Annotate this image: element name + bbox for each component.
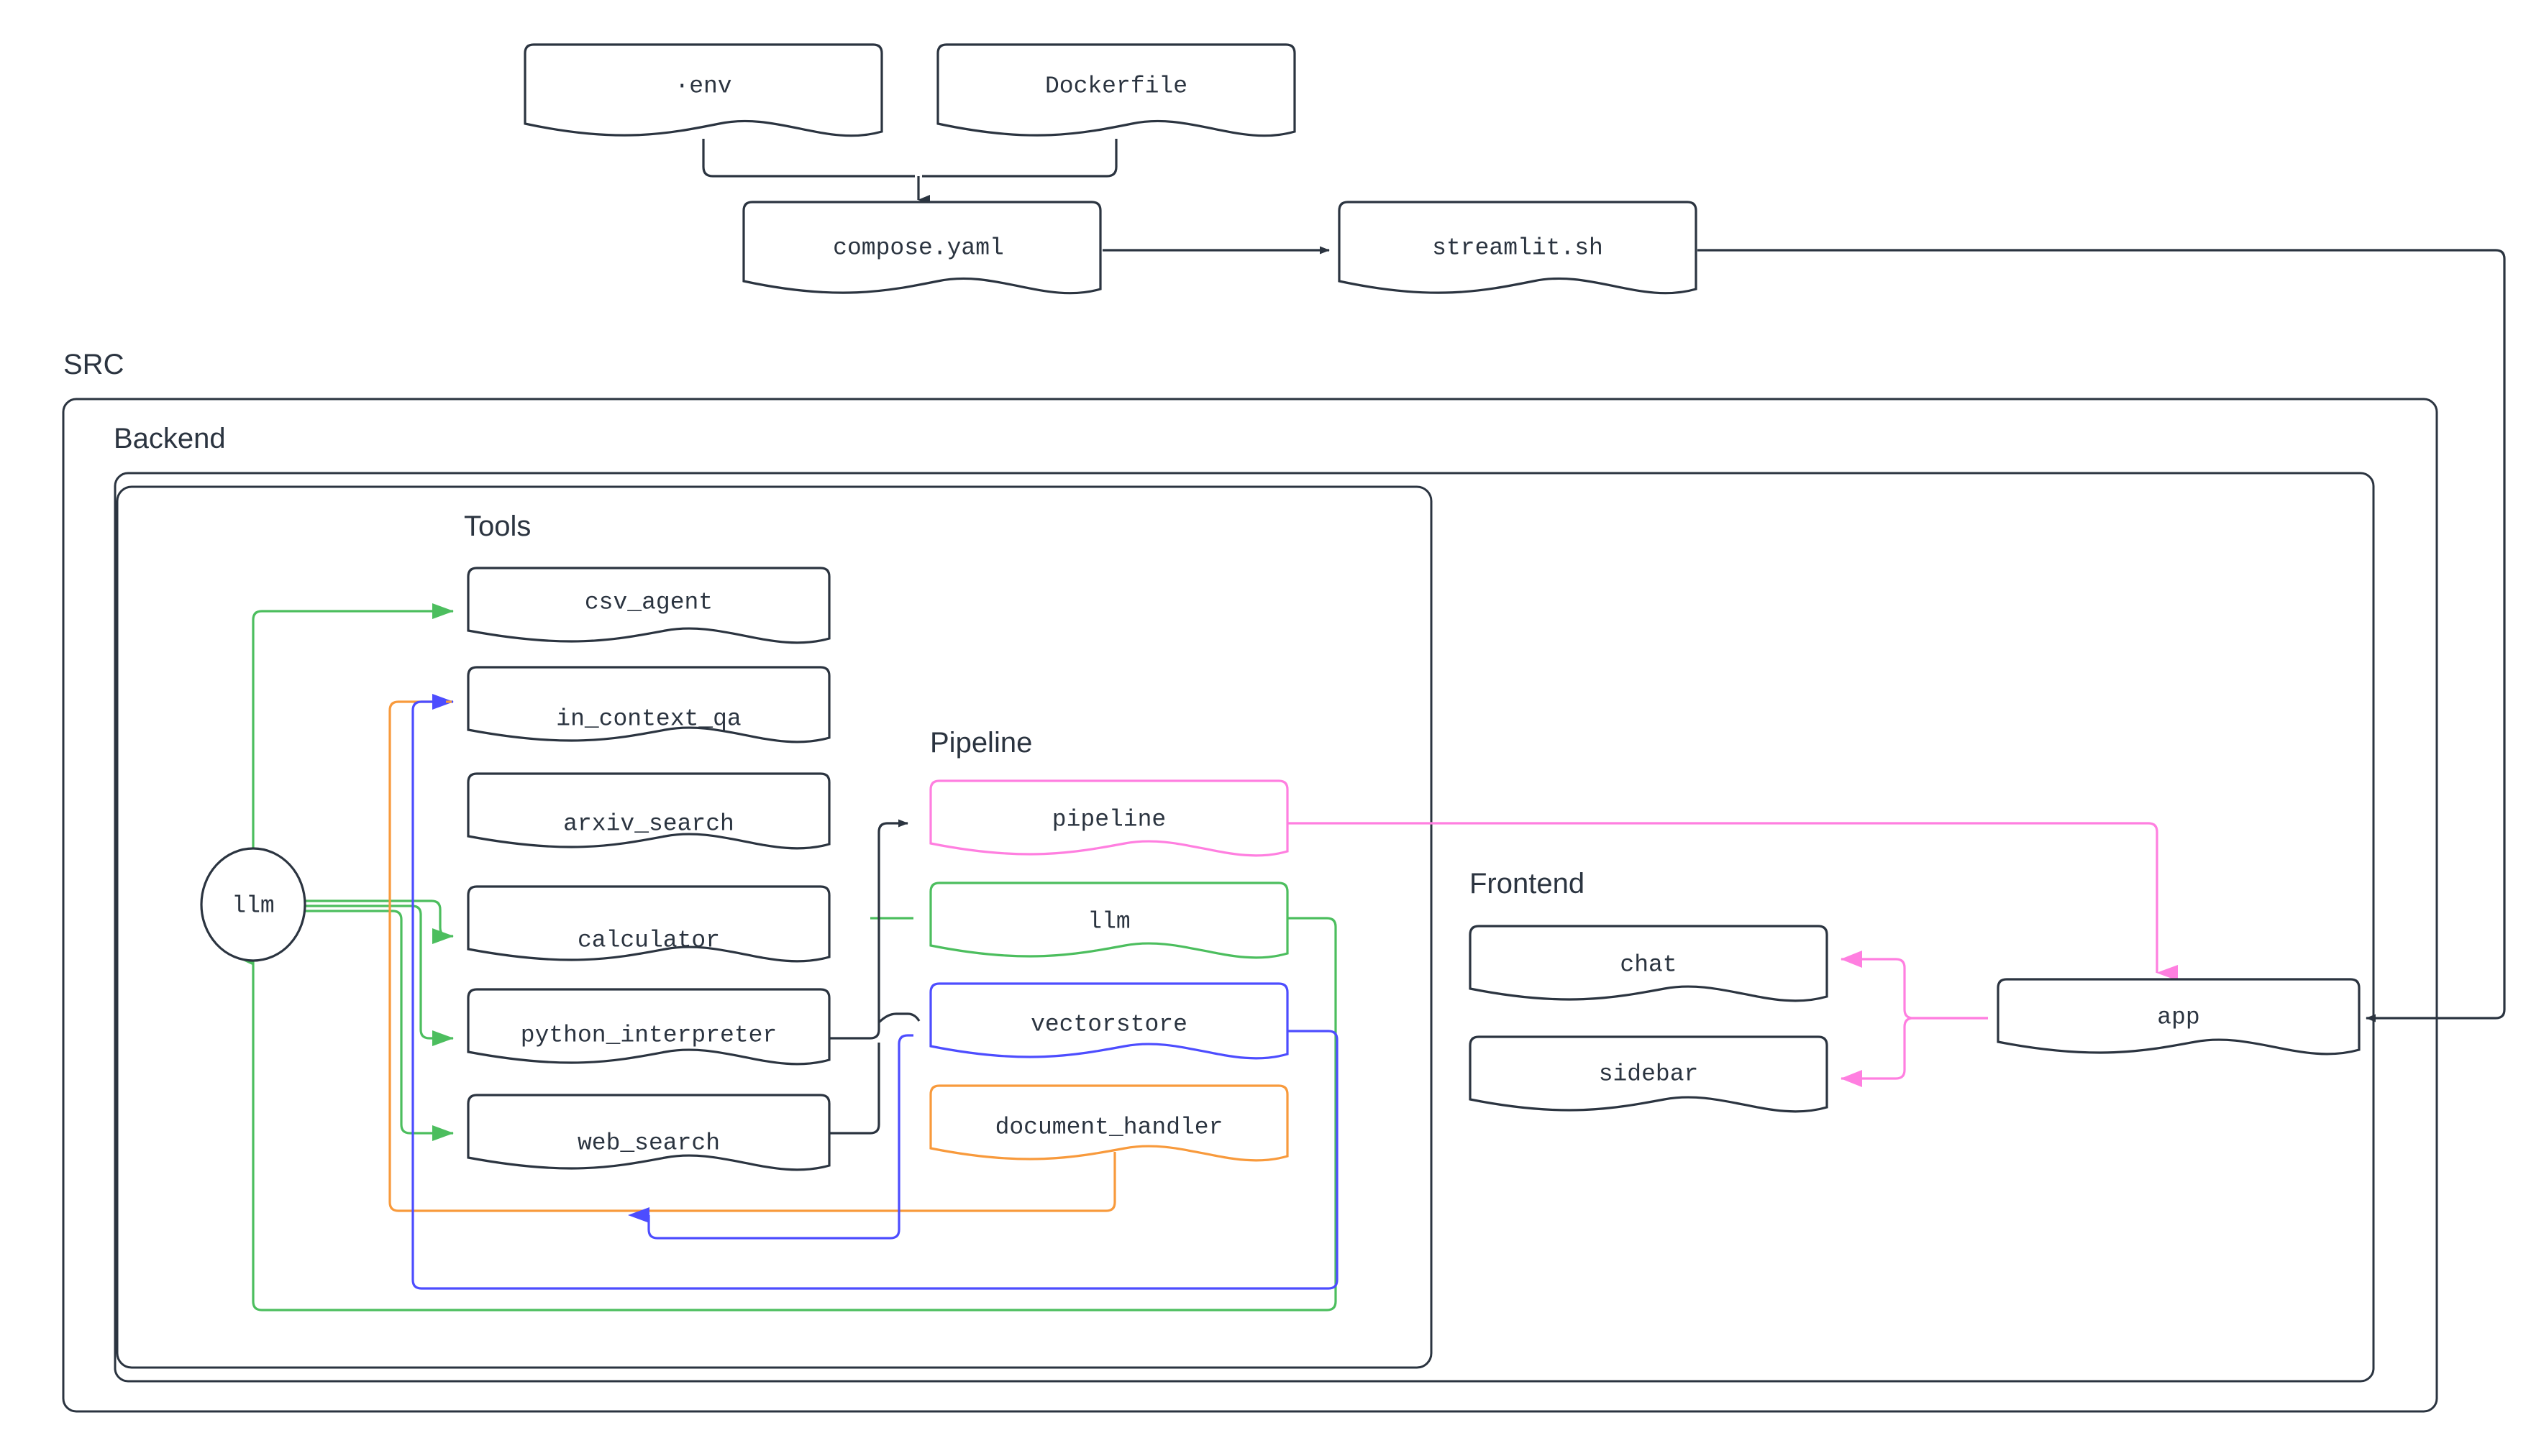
node-streamlit-sh-label: streamlit.sh [1432,235,1603,262]
label-frontend: Frontend [1469,868,1584,899]
label-src: SRC [63,349,124,380]
edge-pipeline-to-app [1287,822,2178,981]
node-llm-circle-label: llm [232,893,274,920]
label-tools: Tools [464,510,531,542]
edge-llm-to-python-interpreter [301,905,454,1046]
node-chat[interactable]: chat [1469,925,1828,1002]
node-in-context-qa[interactable]: in_context_qa [467,666,831,743]
node-chat-label: chat [1620,952,1677,979]
node-csv-agent[interactable]: csv_agent [467,567,831,644]
container-tools-box [116,485,1433,1369]
edge-env-to-compose [702,139,915,178]
edge-dockerfile-to-compose [922,139,1118,178]
node-app[interactable]: app [1997,978,2361,1056]
node-compose-yaml-label: compose.yaml [833,235,1004,262]
node-env-label: ·env [675,73,731,100]
edge-pipeline-llm-to-llm-circle [234,917,1337,1311]
edge-app-to-chat [1841,951,1988,1020]
node-dockerfile[interactable]: Dockerfile [936,43,1296,137]
container-backend [114,472,2375,1383]
edge-vectorstore-to-in-context-qa [411,694,1339,1290]
edge-black-joiner-vectorstore [877,1012,921,1024]
label-pipeline-group: Pipeline [930,727,1032,759]
edge-vectorstore-to-web-search [628,1034,913,1240]
node-app-label: app [2157,1004,2199,1031]
node-web-search-label: web_search [578,1130,720,1157]
node-sidebar-label: sidebar [1599,1061,1699,1088]
node-sidebar[interactable]: sidebar [1469,1035,1828,1113]
node-arxiv-search[interactable]: arxiv_search [467,772,831,850]
edge-web-search-to-pipeline [829,1043,880,1135]
edge-llm-to-web-search [301,910,454,1141]
node-document-handler-label: document_handler [995,1114,1223,1141]
node-streamlit-sh[interactable]: streamlit.sh [1338,201,1697,295]
node-python-interpreter[interactable]: python_interpreter [467,988,831,1066]
node-pipeline-llm[interactable]: llm [929,882,1289,959]
node-vectorstore-label: vectorstore [1031,1012,1187,1038]
edge-streamlit-to-app [1697,249,2506,1022]
edge-llm-to-csv-agent [252,603,454,901]
node-compose-yaml[interactable]: compose.yaml [742,201,1102,295]
container-src [62,398,2438,1413]
node-pipeline-llm-label: llm [1087,909,1130,935]
label-backend: Backend [114,423,226,454]
node-csv-agent-label: csv_agent [585,590,713,616]
edge-app-to-sidebar [1841,1017,1988,1087]
node-web-search[interactable]: web_search [467,1094,831,1171]
node-calculator[interactable]: calculator [467,885,831,963]
edge-document-handler-to-in-context-qa [388,700,1116,1212]
node-env[interactable]: ·env [524,43,883,137]
node-vectorstore[interactable]: vectorstore [929,982,1289,1060]
node-pipeline-label: pipeline [1052,807,1166,833]
node-document-handler[interactable]: document_handler [929,1084,1289,1162]
node-in-context-qa-label: in_context_qa [556,706,741,733]
node-arxiv-search-label: arxiv_search [563,811,734,838]
node-pipeline[interactable]: pipeline [929,779,1289,857]
node-dockerfile-label: Dockerfile [1045,73,1187,100]
edge-python-interpreter-to-pipeline [829,819,908,1040]
node-calculator-label: calculator [578,928,720,954]
node-llm-circle[interactable]: llm [200,847,306,962]
node-python-interpreter-label: python_interpreter [521,1022,777,1049]
edge-llm-to-calculator [301,899,454,944]
